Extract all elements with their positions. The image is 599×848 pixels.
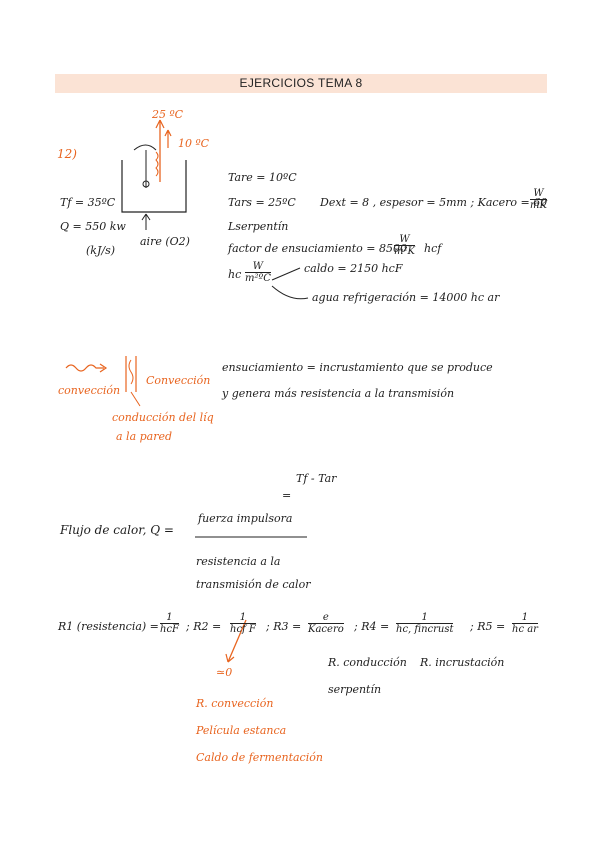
a-la-pared-label: a la pared [116,430,173,443]
serpentin-label: Lserpentín [228,220,289,233]
agitator-top [133,144,157,151]
orange-line-3: Caldo de fermentación [196,751,323,764]
page-title: EJERCICIOS TEMA 8 [55,74,547,93]
q-value: Q = 550 kw [60,220,126,233]
conveccion-right: Convección [146,374,211,387]
r-incrustacion-label: R. incrustación [420,656,505,669]
tank-outline [121,160,187,213]
flux-top-formula: Tf - Tar [296,472,337,485]
r2-cross-arrow [227,619,247,663]
caldo-value: caldo = 2150 hcF [304,262,403,275]
agitator-blade [142,180,150,188]
tf-value: Tf = 35ºC [60,196,116,209]
aire-label: aire (O2) [140,235,190,248]
flux-equals: = [282,489,292,502]
flux-numerator: fuerza impulsora [198,512,293,525]
orange-line-2: Película estanca [196,724,287,737]
hc-label: hc [228,268,242,281]
factor-tag: hcf [424,242,442,255]
r4-label: ; R4 = [354,620,390,633]
units-label: (kJ/s) [86,244,116,257]
temp-top: 25 ºC [152,108,184,121]
hc-arrow-caldo [271,267,301,281]
r-serpentin-label: serpentín [328,683,382,696]
r5-label: ; R5 = [470,620,506,633]
ensuciamiento-line-2: y genera más resistencia a la transmisió… [222,387,455,400]
r2-label: ; R2 = [186,620,222,633]
tars-value: Tars = 25ºC [228,196,296,209]
temp-right: 10 ºC [178,137,210,150]
coil-arrow-right [164,129,172,148]
flux-denominator-1: resistencia a la [196,555,281,568]
coil-zigzag [155,151,159,177]
tare-value: Tare = 10ºC [228,171,297,184]
dext-value: Dext = 8 , espesor = 5mm ; Kacero = 60 [320,196,548,209]
wall-lines [125,356,137,392]
convection-wave [65,364,104,372]
orange-line-1: R. convección [196,697,274,710]
agua-value: agua refrigeración = 14000 hc ar [312,291,500,304]
approx-zero: ≃0 [216,666,233,679]
r3-label: ; R3 = [266,620,302,633]
flux-label: Flujo de calor, Q = [60,523,174,537]
hc-arrow-agua [271,285,309,300]
conveccion-left: convección [58,384,121,397]
problem-number: 12) [57,147,77,161]
ensuciamiento-line-1: ensuciamiento = incrustamiento que se pr… [222,361,493,374]
air-arrow [141,213,151,230]
flux-denominator-2: transmisión de calor [196,578,311,591]
conduccion-label: conducción del líq [112,411,214,424]
r-conduccion-label: R. conducción [328,656,407,669]
r1-label: R1 (resistencia) = [58,620,159,633]
factor-label: factor de ensuciamiento = 8500 [228,242,407,255]
